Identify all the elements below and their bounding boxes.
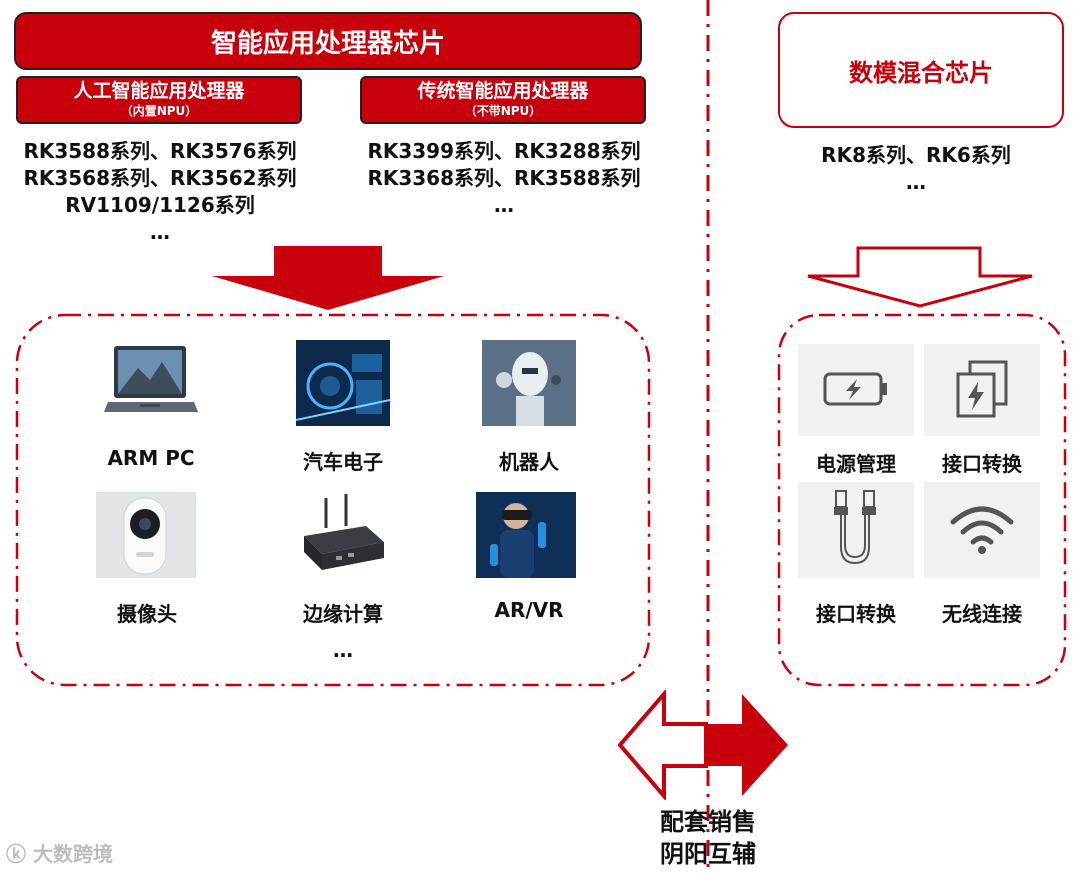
mixed-series-list: RK8系列、RK6系列 … <box>758 142 1074 196</box>
mixed-signal-title: 数模混合芯片 <box>849 53 993 88</box>
series-line: … <box>758 169 1074 196</box>
app-label-camera: 摄像头 <box>84 598 210 627</box>
wifi-icon <box>947 500 1017 560</box>
footer-line-2: 阴阳互辅 <box>628 838 788 870</box>
wireless-tile <box>924 482 1040 578</box>
camera-image <box>96 492 196 578</box>
footer-line-1: 配套销售 <box>628 806 788 838</box>
series-line: RV1109/1126系列 <box>0 192 320 219</box>
interface-tile <box>924 344 1040 436</box>
app-label-interface: 接口转换 <box>924 448 1040 477</box>
down-arrow-solid <box>212 246 444 310</box>
app-label-arm-pc: ARM PC <box>88 446 214 470</box>
bidirectional-arrow <box>618 690 790 800</box>
series-line: RK3368系列、RK3588系列 <box>344 165 664 192</box>
automotive-image <box>296 340 390 426</box>
series-line: RK3568系列、RK3562系列 <box>0 165 320 192</box>
app-label-edge: 边缘计算 <box>280 598 406 627</box>
ai-processor-box: 人工智能应用处理器 （内置NPU） <box>16 76 302 124</box>
traditional-series-list: RK3399系列、RK3288系列 RK3368系列、RK3588系列 … <box>344 138 664 219</box>
app-label-power: 电源管理 <box>798 448 914 477</box>
robot-image <box>482 340 576 426</box>
ai-series-list: RK3588系列、RK3576系列 RK3568系列、RK3562系列 RV11… <box>0 138 320 246</box>
app-label-wireless: 无线连接 <box>924 598 1040 627</box>
ai-processor-note: （内置NPU） <box>18 103 300 119</box>
traditional-processor-title: 传统智能应用处理器 <box>362 79 644 103</box>
cable-tile <box>798 482 914 578</box>
watermark: ⓚ 大数跨境 <box>6 838 113 867</box>
arm-pc-image <box>104 340 198 426</box>
smart-processor-title: 智能应用处理器芯片 <box>211 23 445 60</box>
traditional-processor-note: （不带NPU） <box>362 103 644 119</box>
app-label-robot: 机器人 <box>466 446 592 475</box>
app-label-interface-2: 接口转换 <box>798 598 914 627</box>
power-tile <box>798 344 914 436</box>
more-apps-ellipsis: … <box>280 638 406 662</box>
watermark-text: 大数跨境 <box>33 842 113 866</box>
series-line: RK3588系列、RK3576系列 <box>0 138 320 165</box>
mixed-signal-box: 数模混合芯片 <box>778 12 1064 128</box>
edge-computing-image <box>296 492 390 578</box>
app-label-ar-vr: AR/VR <box>466 598 592 622</box>
watermark-logo-icon: ⓚ <box>6 842 26 866</box>
down-arrow-outline <box>804 246 1036 310</box>
smart-processor-banner: 智能应用处理器芯片 <box>14 12 642 70</box>
series-line: … <box>0 219 320 246</box>
battery-charging-icon <box>821 368 891 412</box>
ai-processor-title: 人工智能应用处理器 <box>18 79 300 103</box>
traditional-processor-box: 传统智能应用处理器 （不带NPU） <box>360 76 646 124</box>
app-label-automotive: 汽车电子 <box>280 446 406 475</box>
ar-vr-image <box>476 492 576 578</box>
usb-cable-icon <box>826 487 886 573</box>
series-line: … <box>344 192 664 219</box>
interface-swap-icon <box>952 358 1012 422</box>
series-line: RK3399系列、RK3288系列 <box>344 138 664 165</box>
series-line: RK8系列、RK6系列 <box>758 142 1074 169</box>
footer-caption: 配套销售 阴阳互辅 <box>628 806 788 870</box>
